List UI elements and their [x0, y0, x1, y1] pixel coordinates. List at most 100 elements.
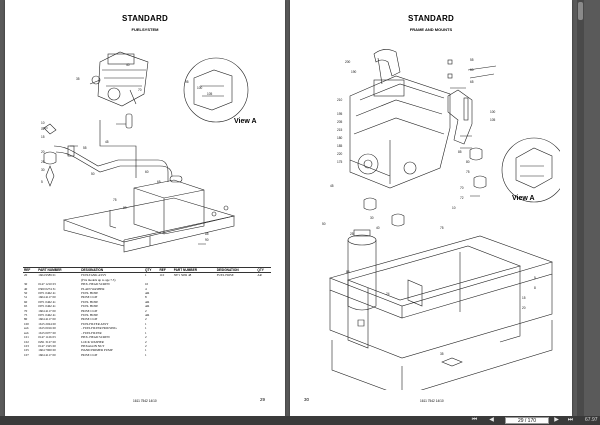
callout: 80	[123, 206, 127, 210]
cell-designation: FUEL HOSE	[81, 299, 99, 304]
next-page-button[interactable]: ▶	[554, 417, 559, 423]
callout: 15	[522, 296, 526, 300]
page-subtitle: FRAME AND MOUNTS	[409, 27, 453, 32]
cell-qty: 2	[144, 335, 147, 340]
cell-qty: 4	[144, 286, 147, 291]
callout: 210	[337, 98, 343, 102]
frame-and-mounts-diagram	[329, 49, 560, 390]
first-page-button[interactable]: ⏮	[471, 417, 478, 423]
callout: 200	[345, 60, 351, 64]
callout: 60	[470, 68, 474, 72]
cell-ref: 107	[24, 352, 29, 357]
table-row: 100 1615 2024 00 FUELFILTER ASSY 1	[23, 322, 271, 326]
cell-part-number: 0071 0462 41	[38, 291, 56, 296]
cell-part-number	[173, 353, 216, 357]
table-row: (Fits models up to age 7.5)	[23, 278, 271, 282]
cell-qty: 2	[144, 339, 147, 344]
cell-designation	[216, 353, 257, 357]
callout: 50	[322, 222, 326, 226]
page-title: STANDARD	[408, 14, 454, 23]
cell-part-number: 0071 0462 41	[38, 304, 56, 309]
document-code: 1611 7542 14/10	[420, 399, 444, 403]
cell-part-number: 1604 4117 00	[38, 317, 56, 322]
callout: 65	[470, 80, 474, 84]
cell-designation: FUELTANK ASSY	[81, 273, 107, 278]
callout: 220	[337, 152, 343, 156]
col-designation: DESIGNATION	[80, 266, 144, 274]
callout: 55	[470, 58, 474, 62]
callout: 45	[330, 184, 334, 188]
fuel-system-diagram	[42, 51, 249, 253]
cell-part-number: 0300 0274 31	[38, 286, 56, 291]
cell-qty: 1	[144, 330, 147, 335]
cell-part-number: 0071 0462 41	[38, 313, 56, 318]
cell-ref: 30	[24, 282, 28, 287]
cell-part-number: 0291 3127 00	[38, 339, 56, 344]
callout: 85	[458, 150, 462, 154]
cell-qty: 1	[144, 273, 147, 278]
callout: 100	[490, 110, 496, 114]
parts-table: REF PART NUMBER DESIGNATION QTY REF PART…	[23, 266, 271, 357]
page-indicator-input[interactable]: 29 / 170	[505, 417, 549, 424]
cell-ref: sub	[24, 330, 29, 335]
callout: 85	[205, 232, 209, 236]
cell-qty	[256, 353, 271, 357]
cell-qty: 2	[144, 308, 147, 313]
cell-part-number: 1604 4117 00	[38, 308, 56, 313]
cell-qty: 2	[144, 317, 147, 322]
prev-page-button[interactable]: ◀	[489, 417, 494, 423]
callout: 30	[370, 216, 374, 220]
last-page-button[interactable]: ⏭	[567, 417, 574, 423]
cell-designation: FUEL HOSE	[81, 313, 99, 318]
cell-designation: FUEL HOSE	[216, 273, 234, 278]
table-header-row: REF PART NUMBER DESIGNATION QTY REF PART…	[23, 266, 271, 274]
cell-designation: FUELFILTER ASSY	[81, 321, 109, 326]
cell-designation: HOSE CLIP	[81, 295, 98, 300]
callout: 75	[440, 226, 444, 230]
callout: 10	[452, 206, 456, 210]
cell-part-number: 1615 2024 00	[38, 321, 56, 326]
callout: 205	[337, 120, 343, 124]
callout: 75	[113, 198, 117, 202]
callout: 70	[460, 186, 464, 190]
cell-part-number: 0147 1126 03	[38, 335, 56, 340]
vertical-scrollbar[interactable]	[577, 0, 584, 416]
cell-ref: 50	[24, 291, 28, 296]
callout: 25	[41, 160, 45, 164]
callout: 80	[466, 160, 470, 164]
cell-qty: 1	[144, 321, 147, 326]
scrollbar-thumb[interactable]	[578, 2, 583, 20]
callout: 185	[337, 144, 343, 148]
col-qty: QTY	[256, 266, 271, 274]
cell-ref: 101	[24, 335, 29, 340]
col-part-number: PART NUMBER	[172, 266, 216, 274]
callout: 30	[41, 168, 45, 172]
cell-designation: HOSE CLIP	[81, 308, 98, 313]
cell-ref: 80	[24, 317, 28, 322]
document-code: 1611 7542 14/10	[133, 399, 157, 403]
callout: 105	[207, 92, 213, 96]
cell-ref: 100	[24, 321, 29, 326]
zoom-level[interactable]: 67.97	[585, 417, 598, 423]
callout: 105	[490, 118, 496, 122]
col-ref: REF	[23, 266, 38, 274]
callout: 180	[337, 136, 343, 140]
callout: 95	[185, 80, 189, 84]
cell-ref: sub	[24, 326, 29, 331]
cell-qty: 8	[144, 295, 147, 300]
cell-designation: HEX. HEAD SCREW	[81, 282, 111, 287]
cell-part-number: 1604 7900 00	[38, 348, 56, 353]
cell-qty: 1	[144, 352, 147, 357]
cell-ref: 40	[24, 286, 28, 291]
